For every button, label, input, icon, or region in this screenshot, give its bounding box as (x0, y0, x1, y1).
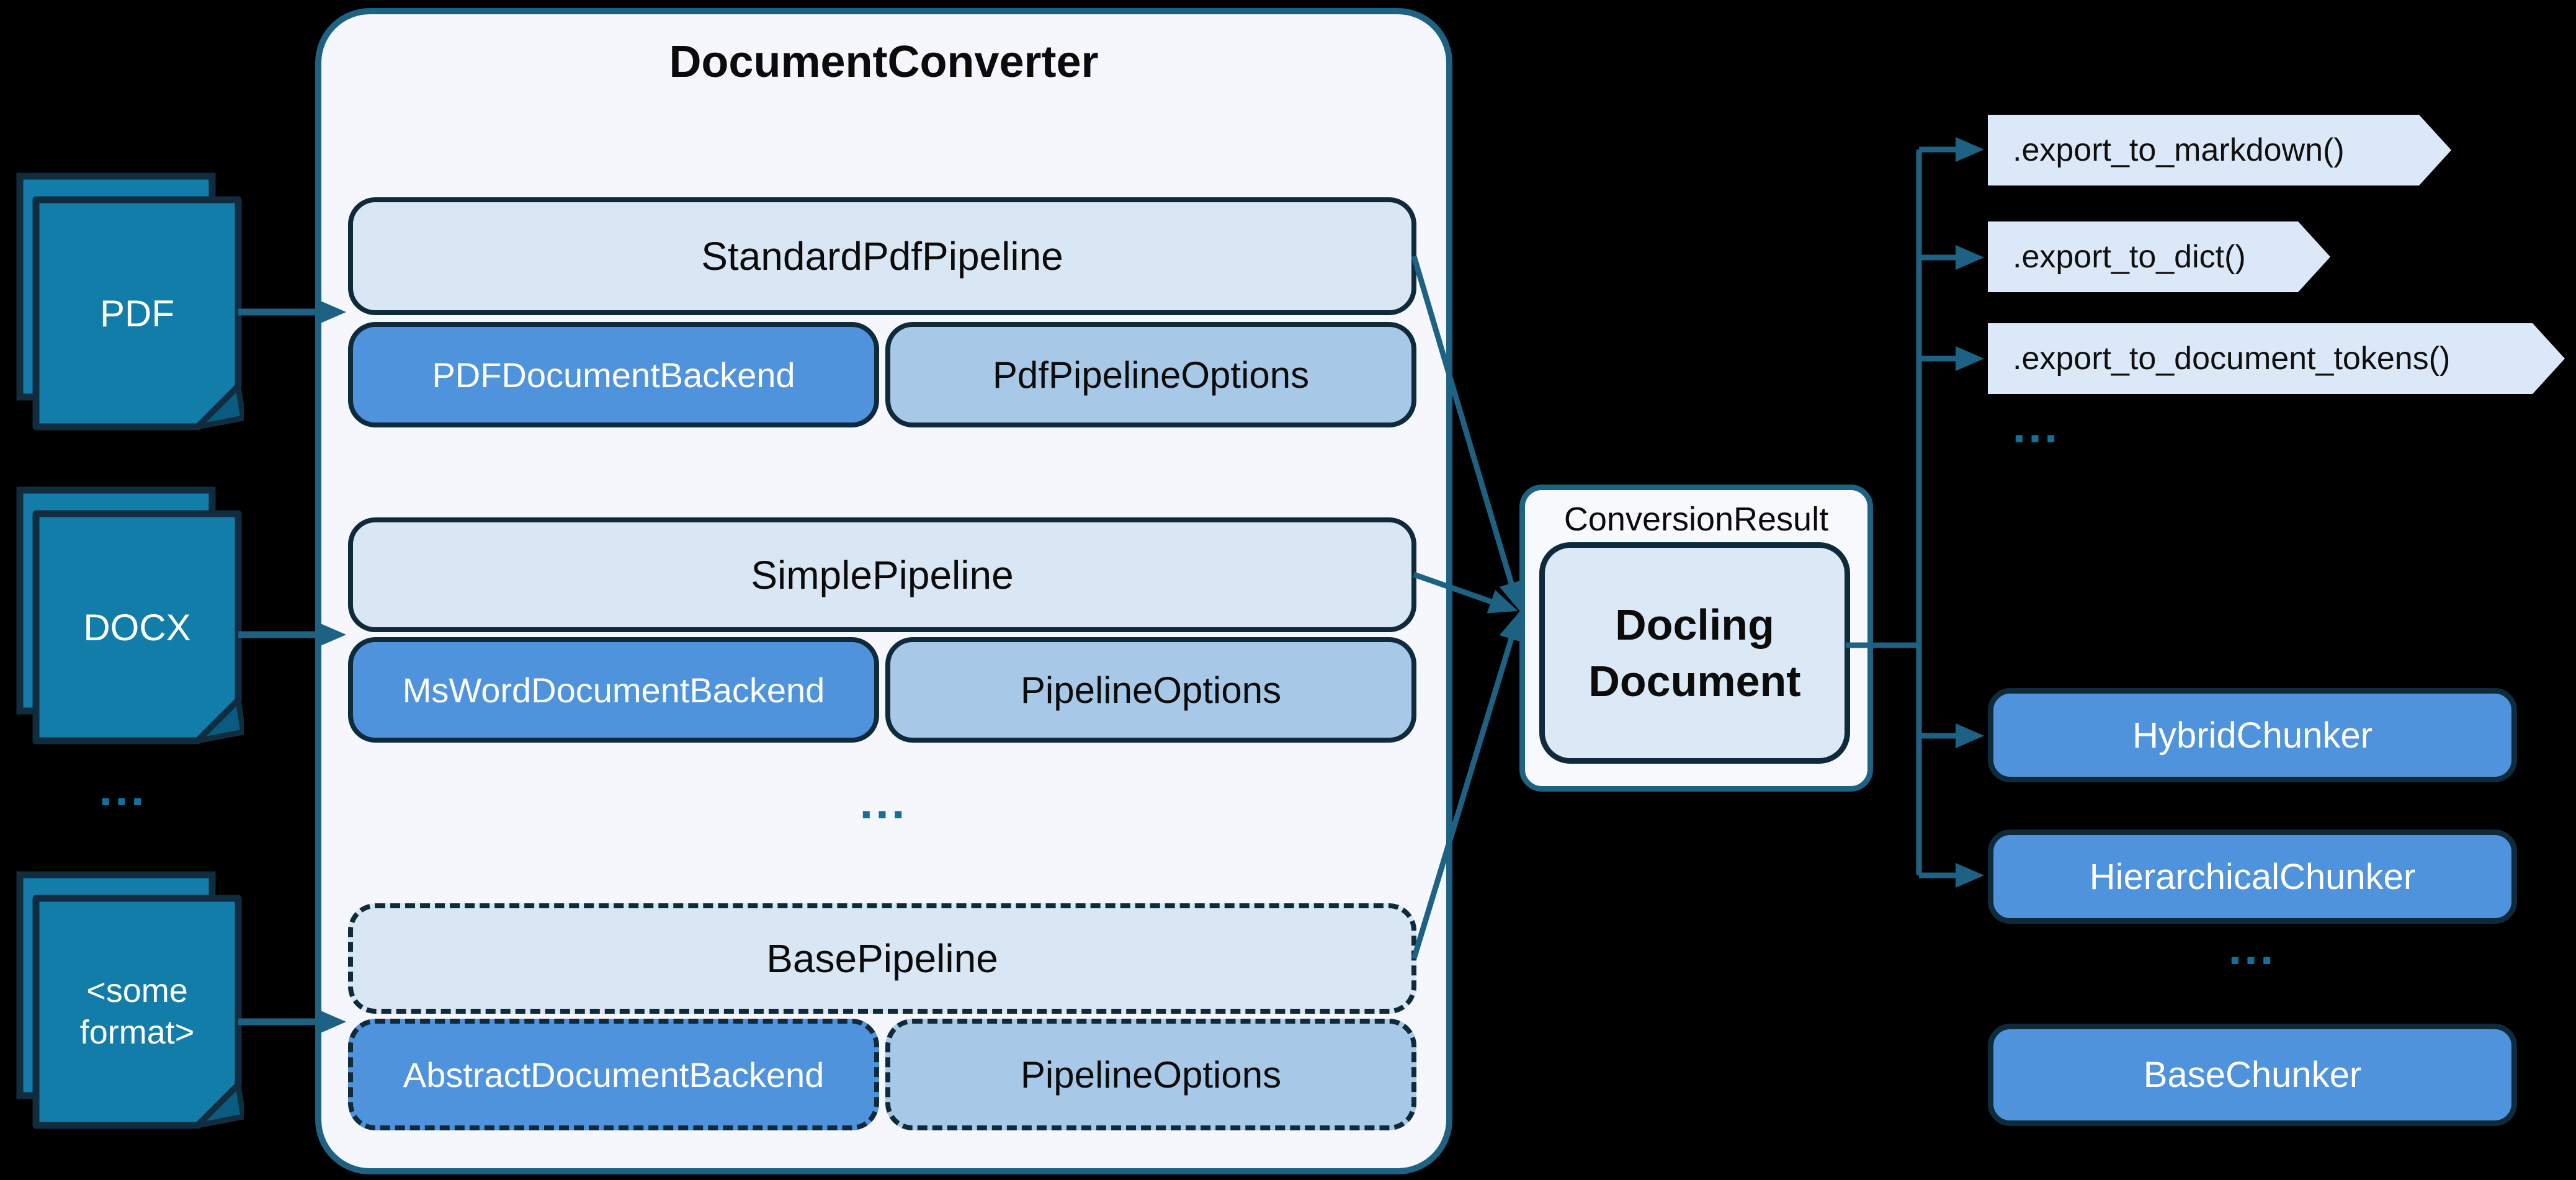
some-format-input-item: <some format> (11, 867, 244, 1131)
some-format-input-label: <some format> (79, 972, 195, 1052)
ellipsis-more-pipelines: ... (859, 774, 908, 829)
conversion-result-box: ConversionResult Docling Document (1519, 485, 1873, 792)
hybrid-chunker-box: HybridChunker (1988, 688, 2517, 782)
document-stack-icon (16, 172, 244, 431)
pdf-document-backend-box: PDFDocumentBackend (348, 322, 879, 427)
document-stack-icon (16, 871, 244, 1129)
conversion-result-label: ConversionResult (1563, 501, 1829, 538)
document-converter-title: DocumentConverter (669, 37, 1099, 87)
pdf-input-item: PDF (11, 169, 244, 432)
base-chunker-box: BaseChunker (1988, 1024, 2517, 1126)
docling-document-box: Docling Document (1539, 542, 1850, 764)
docx-input-label: DOCX (83, 606, 191, 648)
export-to-dict-tag: .export_to_dict() (1988, 221, 2330, 292)
base-pipeline-options-box: PipelineOptions (885, 1019, 1416, 1130)
ms-word-document-backend-box: MsWordDocumentBackend (348, 637, 879, 743)
pdf-pipeline-options-box: PdfPipelineOptions (885, 322, 1416, 427)
base-pipeline-box: BasePipeline (348, 903, 1416, 1014)
standard-pdf-pipeline-box: StandardPdfPipeline (348, 197, 1416, 315)
document-stack-icon (16, 486, 244, 744)
pipeline-options-box: PipelineOptions (885, 637, 1416, 743)
export-to-document-tokens-tag: .export_to_document_tokens() (1988, 323, 2565, 394)
simple-pipeline-box: SimplePipeline (348, 517, 1416, 632)
hierarchical-chunker-box: HierarchicalChunker (1988, 829, 2517, 924)
export-to-markdown-tag: .export_to_markdown() (1988, 115, 2451, 185)
pdf-input-label: PDF (100, 292, 174, 334)
ellipsis-more-inputs: ... (99, 761, 147, 816)
ellipsis-more-exports: ... (2012, 398, 2060, 453)
abstract-document-backend-box: AbstractDocumentBackend (348, 1019, 879, 1130)
ellipsis-more-chunkers: ... (2228, 920, 2276, 975)
docx-input-item: DOCX (11, 483, 244, 746)
document-converter-container: DocumentConverter StandardPdfPipeline PD… (315, 8, 1452, 1174)
